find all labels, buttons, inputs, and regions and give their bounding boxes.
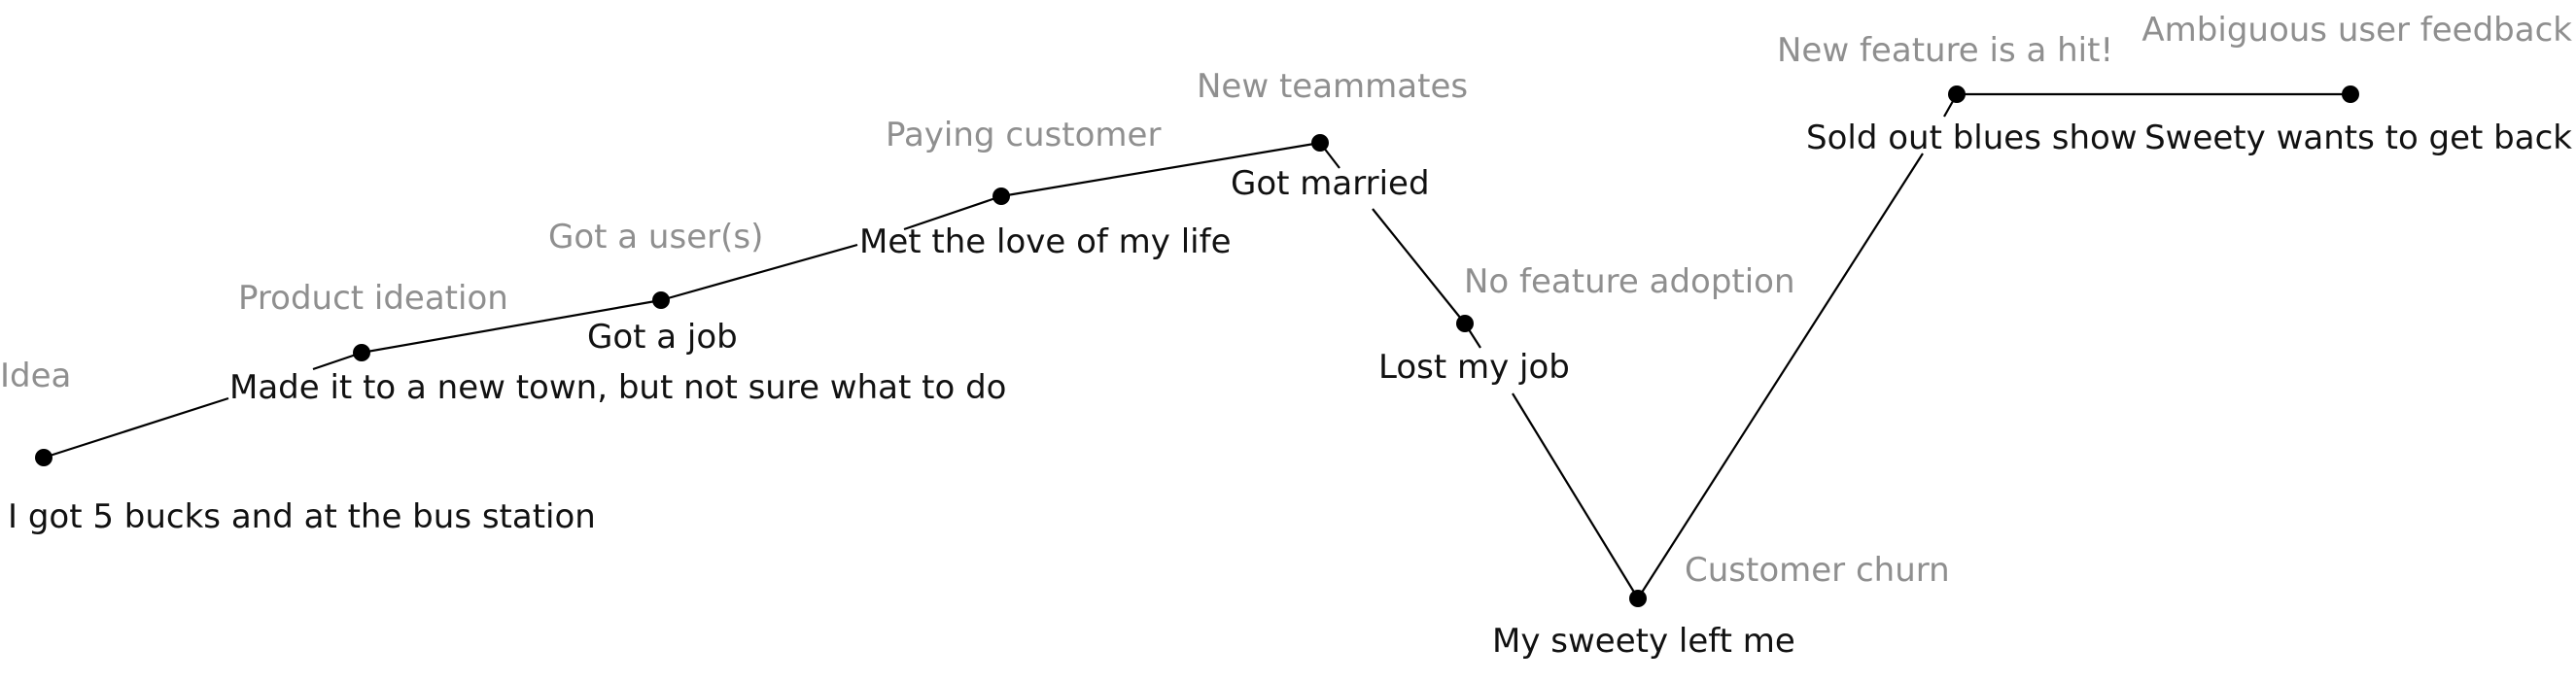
story-path	[43, 92, 2350, 599]
path-segment	[43, 396, 229, 460]
node-s3	[652, 291, 670, 309]
path-segment	[903, 194, 1002, 231]
path-segment	[1512, 392, 1639, 599]
startup-label-s3: Got a user(s)	[548, 218, 763, 256]
node-s6	[1456, 315, 1474, 332]
story-label-s2: Made it to a new town, but not sure what…	[229, 368, 1006, 407]
startup-label-s5: New teammates	[1197, 67, 1468, 106]
story-label-s4: Met the love of my life	[859, 222, 1232, 261]
story-label-s5: Got married	[1231, 164, 1430, 203]
startup-label-s2: Product ideation	[238, 279, 508, 318]
path-segment	[1000, 141, 1321, 198]
story-label-s3: Got a job	[587, 318, 738, 357]
startup-label-s4: Paying customer	[886, 116, 1161, 154]
story-labels: I got 5 bucks and at the bus station Mad…	[8, 119, 2572, 661]
node-s9	[2342, 85, 2359, 103]
startup-labels: Idea Product ideation Got a user(s) Payi…	[0, 11, 2572, 590]
node-s2	[353, 344, 370, 361]
node-s1	[35, 449, 52, 466]
story-label-s8: Sold out blues show	[1806, 119, 2138, 157]
startup-label-s1: Idea	[0, 357, 71, 395]
story-label-s6: Lost my job	[1378, 348, 1570, 387]
node-s8	[1948, 85, 1966, 103]
path-segment	[660, 243, 858, 302]
story-nodes	[35, 85, 2359, 607]
node-s5	[1311, 134, 1329, 152]
story-label-s1: I got 5 bucks and at the bus station	[8, 497, 596, 536]
startup-label-s8: New feature is a hit!	[1777, 31, 2113, 70]
story-label-s9: Sweety wants to get back	[2144, 119, 2572, 157]
startup-label-s7: Customer churn	[1685, 551, 1950, 590]
startup-label-s6: No feature adoption	[1464, 262, 1795, 301]
path-segment	[1637, 153, 1924, 599]
path-segment	[361, 298, 662, 355]
story-label-s7: My sweety left me	[1492, 622, 1795, 661]
startup-label-s9: Ambiguous user feedback	[2141, 11, 2572, 50]
node-s7	[1629, 590, 1647, 607]
path-segment	[1372, 208, 1466, 324]
node-s4	[992, 188, 1010, 205]
